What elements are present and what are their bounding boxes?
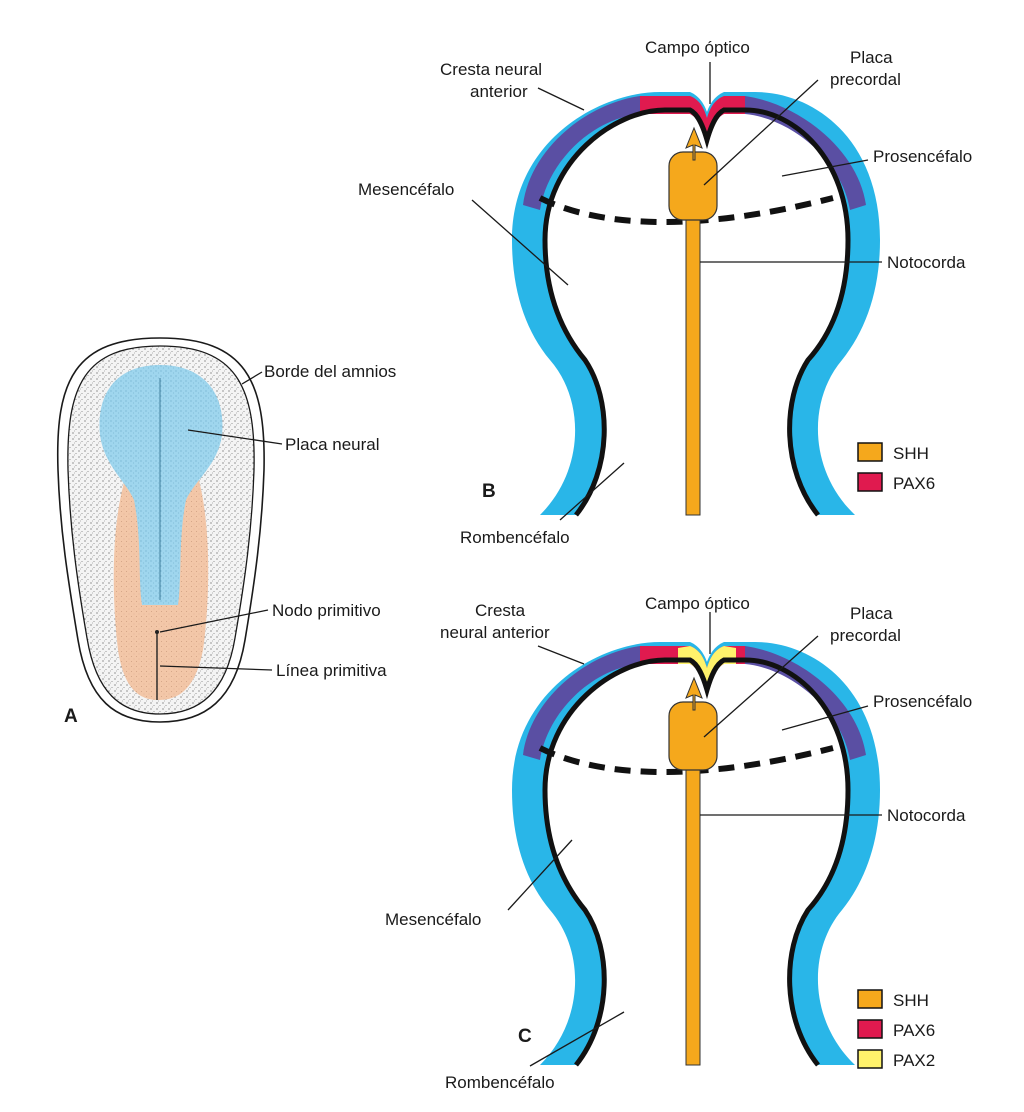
- prechordal-plate-b: [668, 151, 718, 221]
- label-rhombencephalon-b: Rombencéfalo: [460, 528, 570, 547]
- neural-tube-lumen-edge-c: [542, 657, 851, 1067]
- legend-swatch-shh-b: [857, 442, 883, 462]
- leader-neural-crest-c: [537, 645, 585, 665]
- leader-rhombencephalon-c: [529, 1011, 625, 1067]
- label-prechordal-c-2: precordal: [830, 626, 901, 645]
- label-notochord-b: Notocorda: [887, 253, 966, 272]
- panel-b-letter: B: [482, 481, 496, 502]
- leader-prechordal-b: [703, 79, 819, 186]
- leader-prosencephalon-b: [781, 159, 869, 177]
- panel-b: Campo óptico Cresta neural anterior Plac…: [358, 38, 972, 547]
- label-neural-crest-b-2: anterior: [470, 82, 528, 101]
- prosencephalon-boundary-c: [538, 745, 834, 775]
- leader-primitive-streak: [159, 665, 273, 671]
- signal-arrow-b: [685, 126, 703, 161]
- label-optic-field-c: Campo óptico: [645, 594, 750, 613]
- panel-a-letter: A: [64, 706, 78, 727]
- legend-label-shh-c: SHH: [893, 991, 929, 1010]
- label-optic-field-b: Campo óptico: [645, 38, 750, 57]
- pax2-region-c: [678, 646, 736, 690]
- label-rhombencephalon-c: Rombencéfalo: [445, 1073, 555, 1092]
- label-prechordal-c-1: Placa: [850, 604, 893, 623]
- legend-swatch-shh-c: [857, 989, 883, 1009]
- label-neural-crest-b-1: Cresta neural: [440, 60, 542, 79]
- panel-c-letter: C: [518, 1026, 532, 1047]
- label-neural-plate: Placa neural: [285, 435, 380, 454]
- legend-label-shh-b: SHH: [893, 444, 929, 463]
- legend-label-pax2-c: PAX2: [893, 1051, 935, 1070]
- label-neural-crest-c-2: neural anterior: [440, 623, 550, 642]
- pax6-optic-field-b: [640, 96, 745, 140]
- leader-prechordal-c: [703, 635, 819, 738]
- legend-swatch-pax6-b: [857, 472, 883, 492]
- neural-tube-lumen-edge-b: [542, 107, 851, 517]
- label-prosencephalon-b: Prosencéfalo: [873, 147, 972, 166]
- neural-crest-right-c: [745, 646, 866, 760]
- label-mesencephalon-b: Mesencéfalo: [358, 180, 454, 199]
- neural-crest-right-b: [745, 96, 866, 210]
- leader-rhombencephalon-b: [559, 462, 625, 521]
- neural-tube-wall-c: [512, 642, 880, 1065]
- legend-label-pax6-b: PAX6: [893, 474, 935, 493]
- notochord-c: [685, 767, 701, 1066]
- legend-swatch-pax6-c: [857, 1019, 883, 1039]
- leader-neural-crest-b: [537, 87, 585, 111]
- label-notochord-c: Notocorda: [887, 806, 966, 825]
- neural-plate-shape: [99, 365, 223, 605]
- leader-mesencephalon-c: [507, 839, 573, 911]
- prechordal-plate-c: [668, 701, 718, 771]
- label-prosencephalon-c: Prosencéfalo: [873, 692, 972, 711]
- label-prechordal-b-2: precordal: [830, 70, 901, 89]
- signal-arrow-c: [685, 676, 703, 711]
- legend-swatch-pax2-c: [857, 1049, 883, 1069]
- neural-crest-left-b: [523, 96, 640, 210]
- label-primitive-node: Nodo primitivo: [272, 601, 381, 620]
- neural-tube-wall-b: [512, 92, 880, 515]
- leader-neural-plate: [187, 429, 283, 445]
- label-amnion-border: Borde del amnios: [264, 362, 396, 381]
- leader-prosencephalon-c: [781, 705, 869, 731]
- panel-a: Borde del amnios Placa neural Nodo primi…: [56, 337, 396, 727]
- legend-label-pax6-c: PAX6: [893, 1021, 935, 1040]
- notochord-b: [685, 217, 701, 516]
- panel-c: Campo óptico Cresta neural anterior Plac…: [385, 594, 972, 1092]
- neural-crest-left-c: [523, 646, 640, 760]
- leader-mesencephalon-b: [471, 199, 569, 286]
- leader-primitive-node: [159, 609, 269, 633]
- label-neural-crest-c-1: Cresta: [475, 601, 526, 620]
- label-mesencephalon-c: Mesencéfalo: [385, 910, 481, 929]
- label-prechordal-b-1: Placa: [850, 48, 893, 67]
- primitive-node-dot: [155, 630, 159, 634]
- label-primitive-streak: Línea primitiva: [276, 661, 387, 680]
- prosencephalon-boundary-b: [538, 195, 834, 225]
- leader-amnion-border: [241, 371, 263, 385]
